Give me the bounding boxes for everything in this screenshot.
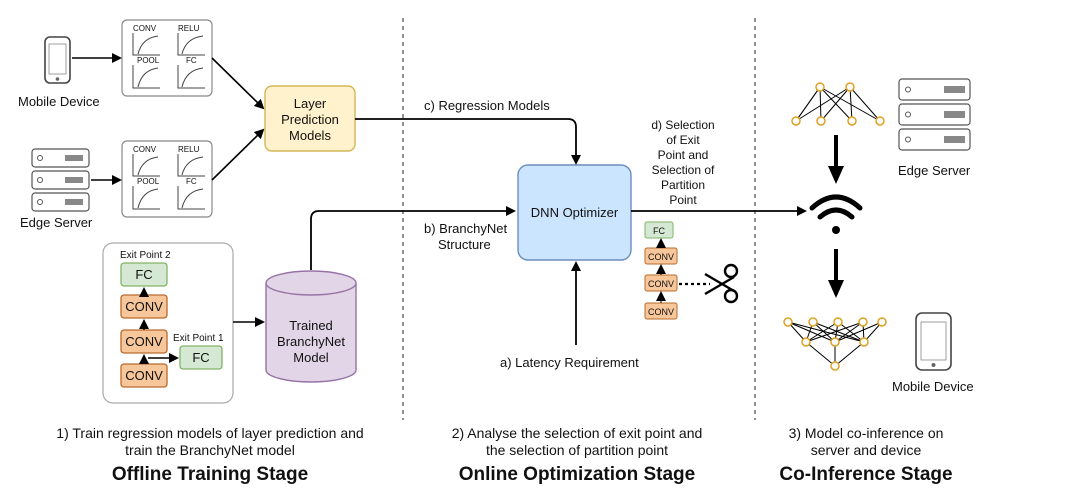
stack-conv-label-2: CONV [648, 279, 674, 289]
online-caption-line1: 2) Analyse the selection of exit point a… [452, 425, 703, 441]
selection-line4: Selection of [652, 163, 715, 177]
stack-fc-label: FC [653, 226, 665, 236]
conv-label-1: CONV [125, 299, 163, 314]
arrow-charts-top-to-layer [211, 57, 265, 110]
fc-top-label: FC [135, 267, 152, 282]
online-caption-line2: the selection of partition point [486, 442, 668, 458]
chart-label-fc: FC [186, 177, 197, 186]
offline-stage-title: Offline Training Stage [112, 464, 308, 485]
mobile-device-icon-right [915, 312, 952, 371]
arrow-regression-models [355, 118, 581, 165]
stack-conv-label-1: CONV [648, 252, 674, 262]
edge-server-icon-right [898, 78, 971, 151]
edge-server-icon [31, 148, 90, 212]
chart-label-pool: POOL [137, 177, 160, 186]
edge-neural-network [791, 82, 885, 126]
stack-conv-label-3: CONV [648, 307, 674, 317]
wifi-icon [809, 194, 863, 234]
edge-server-label: Edge Server [20, 215, 93, 230]
exit-point-1-label: Exit Point 1 [173, 333, 224, 344]
selection-line2: of Exit [666, 133, 700, 147]
selection-line5: Partition [661, 178, 705, 192]
conv-label-3: CONV [125, 368, 163, 383]
layer-prediction-line1: Layer [294, 96, 327, 111]
fc-side-label: FC [192, 350, 209, 365]
layer-prediction-line3: Models [289, 128, 331, 143]
edge-server-right-label: Edge Server [898, 163, 971, 178]
branchynet-structure-line1: b) BranchyNet [424, 221, 507, 236]
chart-label-relu: RELU [178, 145, 200, 154]
coinference-caption-line2: server and device [811, 442, 922, 458]
regression-charts-top: CONV RELU POOL FC [121, 19, 213, 97]
chart-label-pool: POOL [137, 56, 160, 65]
conv-label-2: CONV [125, 334, 163, 349]
chart-label-conv: CONV [133, 24, 157, 33]
online-stage-title: Online Optimization Stage [459, 464, 695, 485]
fc-block-top [120, 262, 168, 287]
dnn-optimizer-box [517, 164, 632, 261]
branchynet-structure-line2: Structure [438, 237, 491, 252]
selection-line1: d) Selection [651, 118, 714, 132]
dnn-optimizer-label: DNN Optimizer [531, 205, 619, 220]
chart-label-relu: RELU [178, 24, 200, 33]
latency-requirement-label: a) Latency Requirement [500, 355, 639, 370]
selection-line3: Point and [658, 148, 709, 162]
arrow-charts-bottom-to-layer [211, 128, 265, 181]
mobile-device-icon [44, 36, 71, 84]
regression-charts-bottom: CONV RELU POOL FC [121, 140, 213, 218]
fc-block-side [179, 345, 223, 370]
coinference-stage-title: Co-Inference Stage [779, 464, 952, 485]
trained-branchynet-model-cylinder [265, 270, 357, 383]
selection-line6: Point [669, 193, 697, 207]
partition-stack: FC CONV CONV CONV [644, 221, 710, 320]
device-neural-network [783, 317, 887, 371]
mobile-device-label: Mobile Device [18, 94, 100, 109]
layer-prediction-line2: Prediction [281, 112, 339, 127]
offline-caption-line2: train the BranchyNet model [125, 442, 295, 458]
offline-caption-line1: 1) Train regression models of layer pred… [56, 425, 363, 441]
trained-model-line3: Model [293, 350, 329, 365]
trained-model-line1: Trained [289, 318, 333, 333]
trained-model-line2: BranchyNet [277, 334, 345, 349]
arrow-branchynet-structure [310, 206, 516, 270]
coinference-caption-line1: 3) Model co-inference on [789, 425, 944, 441]
chart-label-fc: FC [186, 56, 197, 65]
scissors-icon [704, 263, 739, 304]
mobile-device-right-label: Mobile Device [892, 379, 974, 394]
exit-point-2-label: Exit Point 2 [120, 250, 171, 261]
regression-models-label: c) Regression Models [424, 98, 550, 113]
chart-label-conv: CONV [133, 145, 157, 154]
